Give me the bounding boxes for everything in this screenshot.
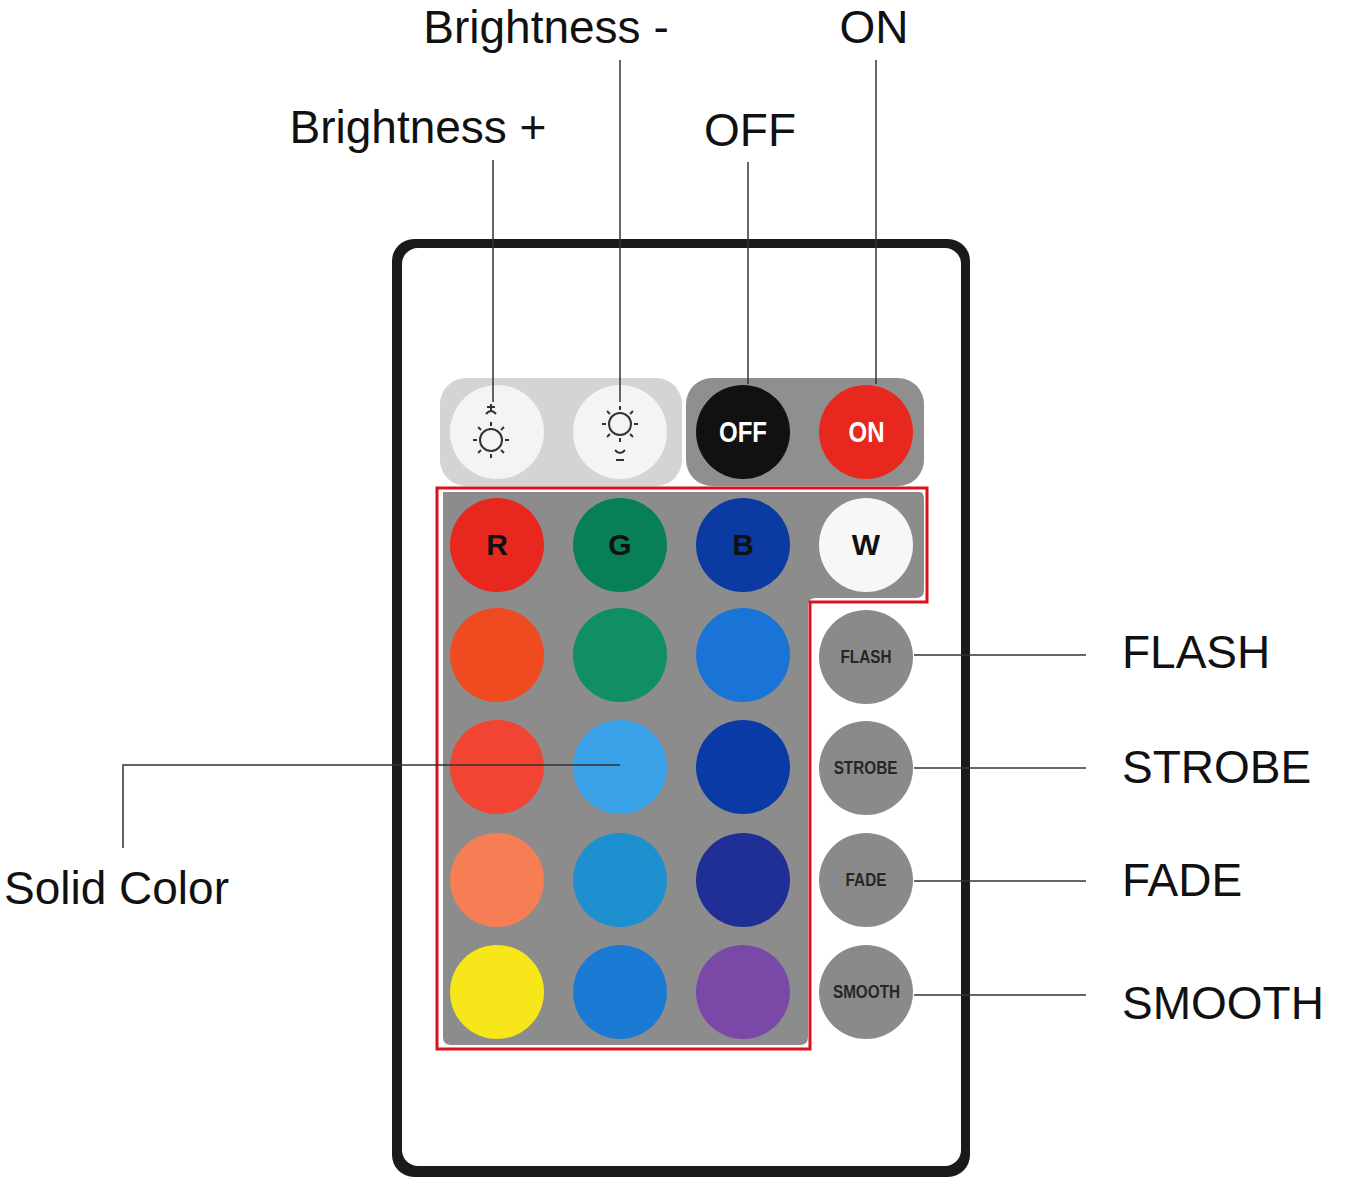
brightness-up-button (450, 385, 544, 479)
button-label: R (486, 530, 508, 560)
red-button: R (450, 498, 544, 592)
green-button: G (573, 498, 667, 592)
callout-label: ON (840, 0, 909, 54)
button-label: SMOOTH (832, 983, 899, 1001)
power-panel (686, 378, 924, 486)
button-label: FLASH (841, 648, 892, 666)
callout-label: Brightness + (290, 100, 547, 154)
callout-label: SMOOTH (1122, 976, 1324, 1030)
remote-face (402, 248, 961, 1166)
solid-color-outline (437, 488, 927, 1049)
callout-label: FADE (1122, 853, 1242, 907)
button-label: ON (848, 417, 884, 447)
callout-label: STROBE (1122, 740, 1311, 794)
callout-label: OFF (704, 103, 796, 157)
on-button: ON (819, 385, 913, 479)
smooth-button: SMOOTH (819, 945, 913, 1039)
button-label: B (732, 530, 754, 560)
callout-label: Solid Color (4, 861, 229, 915)
button-label: OFF (719, 417, 767, 447)
callout-label: Brightness - (423, 0, 668, 54)
flash-button: FLASH (819, 610, 913, 704)
blue-button: B (696, 498, 790, 592)
button-label: G (608, 530, 631, 560)
button-label: W (852, 530, 880, 560)
color-panel (443, 492, 924, 1045)
brightness-panel (440, 378, 682, 486)
button-label: STROBE (834, 759, 898, 777)
off-button: OFF (696, 385, 790, 479)
white-button: W (819, 498, 913, 592)
strobe-button: STROBE (819, 721, 913, 815)
callout-label: FLASH (1122, 625, 1270, 679)
leader-lines (123, 60, 1086, 995)
fade-button: FADE (819, 833, 913, 927)
remote-housing (392, 239, 970, 1177)
color-buttons (450, 608, 790, 1039)
button-label: FADE (846, 871, 887, 889)
